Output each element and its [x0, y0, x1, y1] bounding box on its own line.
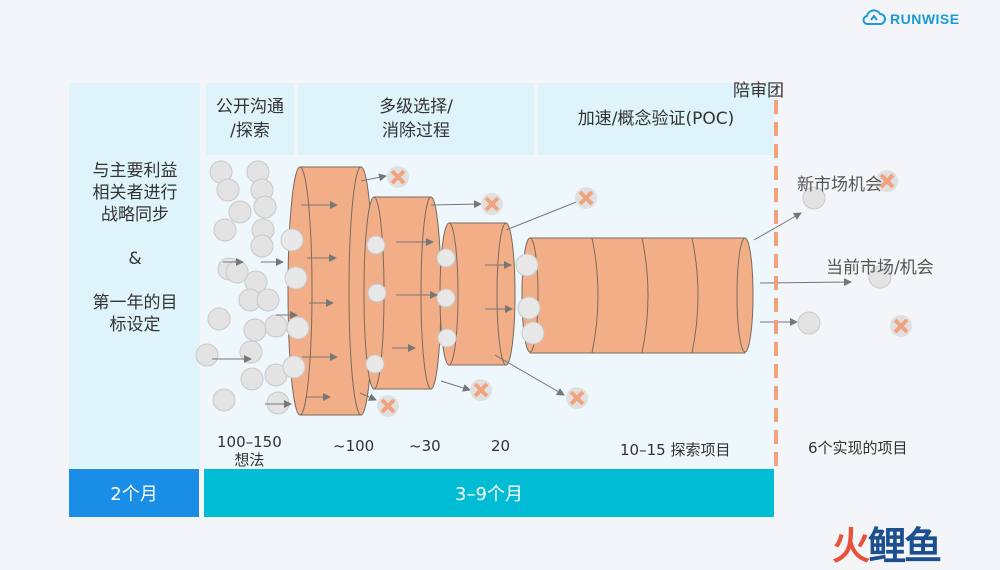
count-stage-4: 10–15 探索项目 — [620, 441, 731, 459]
count-stage-3: 20 — [491, 437, 511, 455]
duration-bar-3-9-months: 3–9个月 — [204, 469, 774, 517]
left-panel — [69, 83, 200, 468]
count-outcome: 6个实现的项目 — [808, 439, 908, 457]
header-open-communication: 公开沟通 /探索 — [206, 83, 294, 155]
reject-markers — [377, 166, 912, 417]
funnel-stages — [287, 166, 754, 416]
count-ideas: 100–150 想法 — [217, 433, 282, 469]
header-jury: 陪审团 — [733, 81, 784, 101]
runwise-logo: RUNWISE — [862, 8, 960, 30]
logo-text: RUNWISE — [890, 11, 960, 27]
cloud-icon — [862, 8, 886, 30]
count-stage-1: ~100 — [333, 437, 375, 455]
strategy-text: 与主要利益 相关者进行 战略同步 & 第一年的目 标设定 — [92, 161, 178, 335]
watermark: 火鲤鱼 — [832, 524, 942, 568]
label-new-market: 新市场机会 — [797, 175, 882, 195]
outcome-balls — [797, 186, 892, 335]
duration-bar-2-months: 2个月 — [69, 469, 199, 517]
label-current-market: 当前市场/机会 — [826, 258, 934, 278]
header-acceleration: 加速/概念验证(POC) — [538, 83, 774, 155]
count-stage-2: ~30 — [409, 437, 441, 455]
header-multi-selection: 多级选择/ 消除过程 — [298, 83, 534, 155]
idea-balls — [195, 160, 290, 415]
